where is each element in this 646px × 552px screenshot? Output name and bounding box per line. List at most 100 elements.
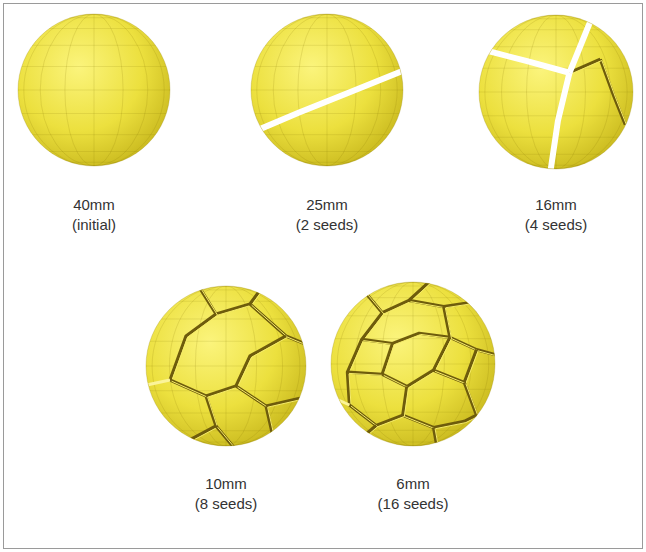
crack-line <box>349 405 402 426</box>
label-slot: (2 seeds) <box>257 215 397 235</box>
label-slot: 10mm <box>156 474 296 494</box>
facet-line <box>479 18 633 19</box>
crack-line <box>403 387 477 428</box>
facet-line <box>251 134 403 135</box>
facet-line <box>18 90 170 91</box>
crack-highlight <box>218 427 238 451</box>
facet-line <box>18 113 170 114</box>
label-slot: (initial) <box>24 215 164 235</box>
crack-highlight <box>172 381 218 443</box>
seed-label: (initial) <box>72 215 116 235</box>
sphere-outline <box>331 282 495 446</box>
crack-highlight <box>363 289 384 314</box>
crack-gap <box>550 73 569 173</box>
crack-line <box>600 59 625 124</box>
facet-line <box>146 430 306 431</box>
facet-line <box>146 289 306 290</box>
facet-line <box>18 162 170 163</box>
sphere <box>142 282 312 451</box>
facet-line <box>146 301 306 302</box>
crack-highlight <box>238 387 278 451</box>
sphere <box>475 11 633 173</box>
facet-line <box>251 151 403 152</box>
facet-line <box>251 45 403 46</box>
facet-line <box>18 45 170 46</box>
crack-highlight <box>351 406 404 427</box>
label-slot: (16 seeds) <box>343 494 483 514</box>
sphere <box>18 14 170 166</box>
size-label: 6mm <box>396 474 429 494</box>
facet-line <box>146 413 306 414</box>
crack-highlight <box>349 345 394 376</box>
crack-highlight <box>268 397 312 407</box>
facet-line <box>146 366 306 367</box>
label-slot: 16mm <box>486 195 626 215</box>
crack-highlight <box>445 308 500 357</box>
label-slot: (8 seeds) <box>156 494 296 514</box>
facet-line <box>331 389 495 390</box>
crack-line <box>266 396 310 406</box>
label-slot: 25mm <box>257 195 397 215</box>
crack-gap <box>142 380 170 386</box>
crack-highlight <box>466 384 501 417</box>
facet-line <box>146 442 306 443</box>
size-label: 16mm <box>535 195 577 215</box>
facet-line <box>331 338 495 339</box>
frame-border <box>4 4 643 549</box>
crack-gap <box>327 395 350 405</box>
crack-gap <box>345 423 382 450</box>
label-slot: (4 seeds) <box>486 215 626 235</box>
facet-line <box>331 441 495 442</box>
crack-line <box>170 282 266 380</box>
label-slot: 6mm <box>343 474 483 494</box>
facet-line <box>18 134 170 135</box>
sphere-body <box>251 14 403 166</box>
label-slot: 40mm <box>24 195 164 215</box>
facet-line <box>251 66 403 67</box>
sphere-body <box>18 14 170 166</box>
crack-highlight <box>602 60 627 125</box>
seed-label: (16 seeds) <box>378 494 449 514</box>
crack-gap <box>166 432 206 450</box>
crack-highlight <box>435 429 439 452</box>
sphere-outline <box>251 14 403 166</box>
sphere <box>249 14 407 166</box>
sphere-outline <box>18 14 170 166</box>
facet-line <box>18 28 170 29</box>
crack-highlight <box>363 334 451 344</box>
crack-line <box>464 382 499 415</box>
crack-highlight <box>404 388 478 429</box>
crack-line <box>434 350 477 383</box>
facet-line <box>331 412 495 413</box>
facet-line <box>251 28 403 29</box>
size-label: 40mm <box>73 195 115 215</box>
facet-line <box>251 17 403 18</box>
facet-line <box>479 165 633 166</box>
facet-line <box>331 430 495 431</box>
facet-line <box>479 29 633 30</box>
facet-line <box>331 315 495 316</box>
crack-gap <box>249 69 407 134</box>
crack-highlight <box>208 337 288 397</box>
crack-line <box>170 380 216 442</box>
sphere <box>327 278 501 451</box>
crack-gap <box>475 48 569 73</box>
facet-line <box>18 151 170 152</box>
facet-line <box>479 92 633 93</box>
crack-highlight <box>172 283 268 381</box>
seed-label: (2 seeds) <box>296 215 359 235</box>
facet-line <box>251 113 403 114</box>
crack-highlight <box>435 351 478 384</box>
facet-line <box>146 341 306 342</box>
facet-line <box>331 286 495 287</box>
facet-line <box>251 90 403 91</box>
sphere-outline <box>479 15 633 169</box>
size-label: 10mm <box>205 474 247 494</box>
seed-label: (8 seeds) <box>195 494 258 514</box>
seed-label: (4 seeds) <box>525 215 588 235</box>
crack-highlight <box>384 339 452 388</box>
sphere-body <box>331 282 495 446</box>
crack-line <box>444 307 499 356</box>
